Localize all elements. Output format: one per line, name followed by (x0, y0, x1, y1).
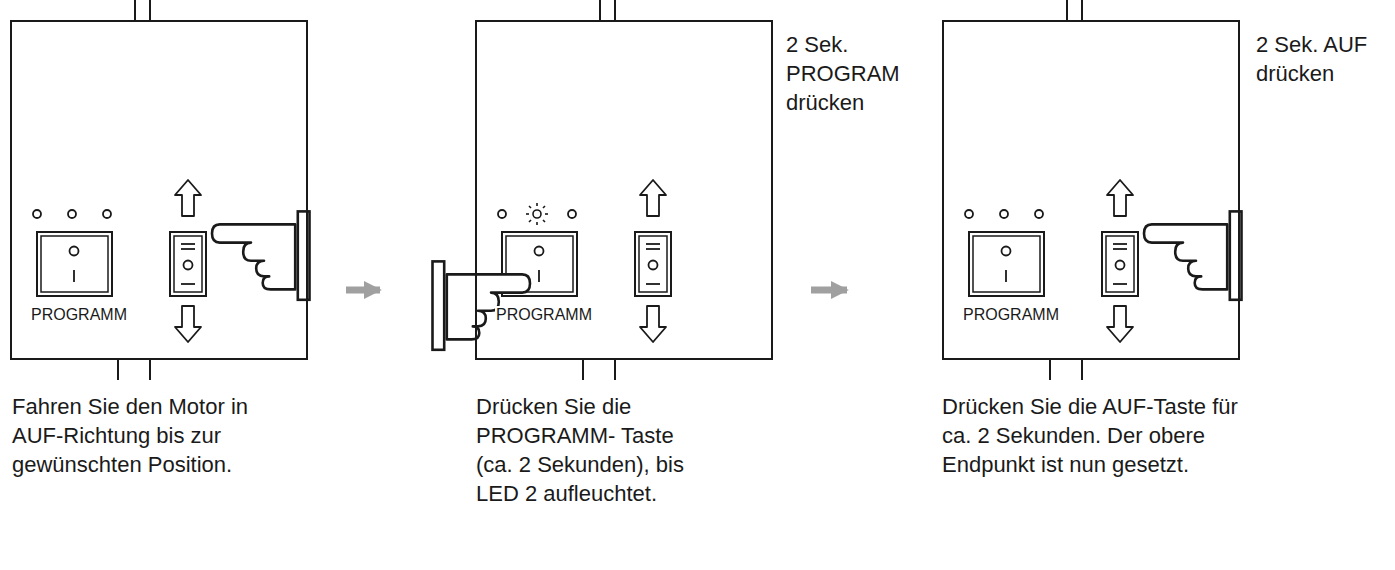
pointing-hand (212, 211, 310, 299)
button-label: PROGRAMM (30, 306, 128, 324)
step-note: 2 Sek. AUF drücken (1256, 30, 1390, 88)
step-arrow (811, 287, 847, 294)
step-caption: Drücken Sie die PROGRAMM- Taste (ca. 2 S… (476, 392, 708, 508)
step-caption: Fahren Sie den Motor in AUF-Richtung bis… (12, 392, 264, 479)
device-housing: PROGRAMM (10, 20, 308, 360)
step-arrow (346, 287, 380, 294)
step-caption: Drücken Sie die AUF-Taste für ca. 2 Seku… (942, 392, 1242, 479)
led-lit (526, 203, 548, 225)
device-housing: PROGRAMM (475, 20, 773, 360)
button-label: PROGRAMM (962, 306, 1060, 324)
button-label: PROGRAMM (495, 306, 593, 324)
device-housing: PROGRAMM (942, 20, 1240, 360)
pointing-hand (1144, 211, 1242, 299)
step-note: 2 Sek. PROGRAM drücken (786, 30, 904, 117)
